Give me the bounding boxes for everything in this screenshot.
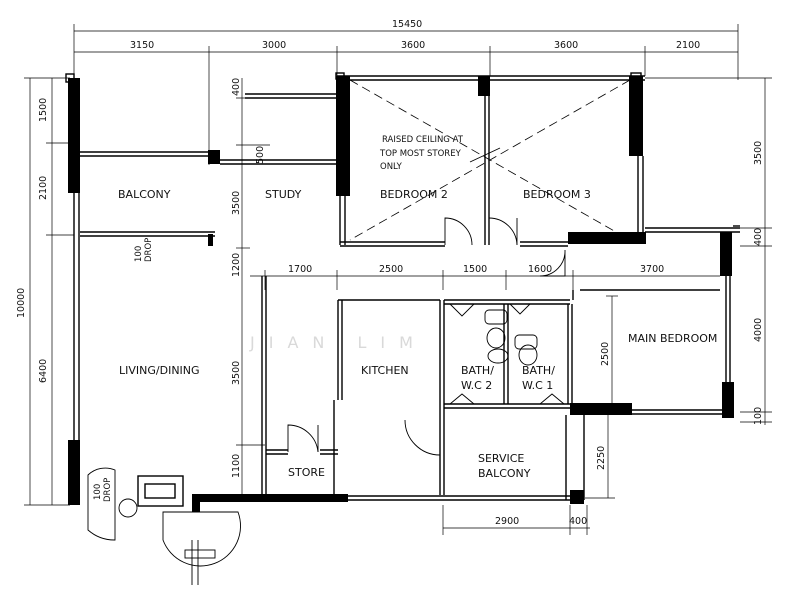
dim-inner-2: 500 xyxy=(255,146,266,164)
dim-bottom-2: 400 xyxy=(569,516,587,527)
dim-inner-5: 3500 xyxy=(231,361,242,385)
dim-mid-2: 2500 xyxy=(379,264,403,275)
dim-top-3: 3600 xyxy=(401,40,425,51)
note-ceiling-1: RAISED CEILING AT xyxy=(382,135,464,145)
label-bedroom-2: BEDROOM 2 xyxy=(380,188,448,201)
doors xyxy=(87,217,566,585)
dim-left-1: 1500 xyxy=(38,98,49,122)
label-balcony: BALCONY xyxy=(118,188,171,201)
dim-inner-1: 400 xyxy=(231,78,242,96)
dim-right-4: 100 xyxy=(753,407,764,425)
dim-left-3: 6400 xyxy=(38,359,49,383)
dim-master-depth: 2500 xyxy=(600,342,611,366)
dim-right-1: 3500 xyxy=(753,141,764,165)
dim-bottom-1: 2900 xyxy=(495,516,519,527)
label-kitchen: KITCHEN xyxy=(361,364,409,377)
dim-left-2: 2100 xyxy=(38,176,49,200)
dim-top-4: 3600 xyxy=(554,40,578,51)
fixtures xyxy=(484,309,538,366)
label-service-line2: BALCONY xyxy=(478,467,531,480)
dim-inner-4: 1200 xyxy=(231,253,242,277)
note-drop-1b: DROP xyxy=(144,238,154,262)
label-main-bedroom: MAIN BEDROOM xyxy=(628,332,717,345)
label-study: STUDY xyxy=(265,188,302,201)
watermark: JIAN LIM xyxy=(249,333,427,352)
label-bath1-line1: BATH/ xyxy=(522,364,555,377)
dim-mid-1: 1700 xyxy=(288,264,312,275)
dim-overall-width: 15450 xyxy=(392,19,422,30)
note-drop-2b: DROP xyxy=(103,478,113,502)
label-service-line1: SERVICE xyxy=(478,452,524,465)
label-bath2-line1: BATH/ xyxy=(461,364,494,377)
dim-right-2: 400 xyxy=(753,228,764,246)
dim-right-3: 4000 xyxy=(753,318,764,342)
dim-mid-4: 1600 xyxy=(528,264,552,275)
dimension-labels: 15450 3150 3000 3600 3600 2100 1700 2500… xyxy=(16,19,764,527)
room-labels: BALCONY STUDY BEDROOM 2 BEDROOM 3 LIVING… xyxy=(118,188,717,480)
dimension-lines xyxy=(24,24,772,535)
note-ceiling-2: TOP MOST STOREY xyxy=(379,149,462,159)
dim-inner-3: 3500 xyxy=(231,191,242,215)
dim-service-depth: 2250 xyxy=(596,446,607,470)
raised-ceiling-diagonals xyxy=(349,79,631,241)
dim-mid-5: 3700 xyxy=(640,264,664,275)
label-bath1-line2: W.C 1 xyxy=(522,379,553,392)
dim-left-overall: 10000 xyxy=(16,288,27,318)
label-bath2-line2: W.C 2 xyxy=(461,379,492,392)
label-store: STORE xyxy=(288,466,325,479)
dim-top-2: 3000 xyxy=(262,40,286,51)
note-drop-2a: 100 xyxy=(93,484,103,500)
label-living-dining: LIVING/DINING xyxy=(119,364,200,377)
dim-top-5: 2100 xyxy=(676,40,700,51)
note-ceiling-3: ONLY xyxy=(380,162,403,172)
dim-inner-6: 1100 xyxy=(231,454,242,478)
plan-notes: RAISED CEILING AT TOP MOST STOREY ONLY 1… xyxy=(93,135,464,502)
label-bedroom-3: BEDROOM 3 xyxy=(523,188,591,201)
dim-mid-3: 1500 xyxy=(463,264,487,275)
dim-top-1: 3150 xyxy=(130,40,154,51)
note-drop-1a: 100 xyxy=(134,246,144,262)
